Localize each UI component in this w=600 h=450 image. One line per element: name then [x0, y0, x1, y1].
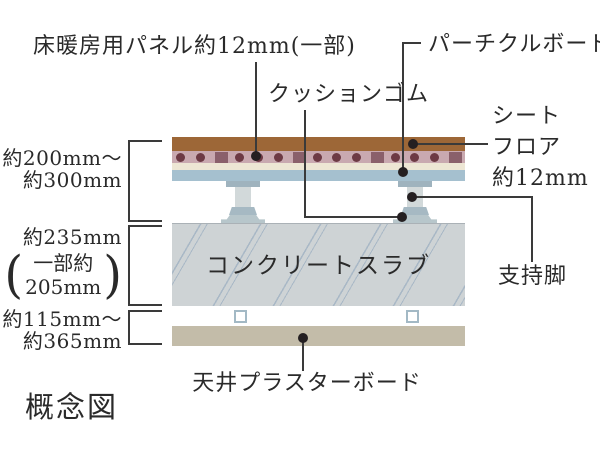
label-sheet-floor-line2: フロア: [492, 135, 562, 160]
particle-board-layer: [172, 170, 465, 181]
dimension-bracket-ceiling: [128, 310, 162, 345]
dimension-floor-height: 約200mm〜 約300mm: [0, 147, 122, 191]
diagram-caption: 概念図: [25, 390, 119, 424]
underlay-sheet-layer: [172, 163, 465, 170]
concrete-slab: [172, 223, 465, 306]
panel-square: [449, 151, 462, 163]
dimension-ceiling-line1: 約115mm〜: [2, 307, 122, 331]
dimension-slab-partial-text: 一部約 205mm: [23, 251, 103, 299]
bullet-cushion-rubber: [397, 212, 407, 222]
support-leg-base-left: [221, 215, 265, 223]
sheet-floor-layer: [172, 137, 465, 151]
label-ceiling-plasterboard: 天井プラスターボード: [192, 371, 422, 396]
dimension-slab-thickness: 約235mm: [22, 225, 122, 249]
leader-cushion-rubber-v: [304, 110, 306, 218]
dimension-bracket-floor: [128, 140, 162, 222]
bullet-floor-heating-panel: [251, 151, 261, 161]
panel-dot: [273, 152, 283, 162]
leader-floor-heating-panel: [255, 62, 257, 157]
panel-dot: [390, 152, 400, 162]
leader-particle-board-v: [402, 42, 404, 173]
dimension-bracket-slab: [128, 225, 162, 306]
panel-dot: [332, 152, 341, 162]
panel-dot: [351, 152, 361, 162]
panel-square: [371, 151, 384, 163]
dimension-ceiling-gap: 約115mm〜 約365mm: [0, 308, 122, 352]
support-leg-step-right: [401, 207, 429, 215]
paren-close: ): [103, 245, 122, 305]
panel-dot: [429, 152, 439, 162]
ceiling-plasterboard-layer: [172, 326, 465, 346]
label-concrete-slab: コンクリートスラブ: [206, 253, 431, 279]
dimension-slab-partial-line2: 205mm: [25, 275, 102, 299]
support-leg-neck-left: [235, 187, 251, 207]
ceiling-hanger-right: [406, 310, 419, 323]
label-support-leg: 支持脚: [498, 264, 568, 289]
label-sheet-floor-line3: 約12mm: [492, 166, 589, 191]
support-leg-cap-right: [398, 181, 432, 187]
dimension-slab-partial-line1: 一部約: [33, 251, 94, 275]
bullet-particle-board: [398, 167, 408, 177]
support-leg-cap-left: [226, 181, 260, 187]
bullet-support-leg: [407, 192, 417, 202]
ceiling-hanger-left: [234, 310, 247, 323]
panel-dot: [234, 152, 244, 162]
panel-square: [293, 151, 306, 163]
leader-ceiling-board: [302, 338, 304, 371]
bullet-ceiling-board: [298, 333, 308, 343]
panel-dot: [410, 152, 419, 162]
heating-panel-pattern: [172, 151, 465, 163]
dimension-slab-partial: ( 一部約 205mm ): [0, 245, 122, 305]
panel-dot: [195, 152, 205, 162]
dimension-ceiling-line2: 約365mm: [22, 329, 122, 353]
panel-dot: [176, 152, 185, 162]
panel-square: [215, 151, 228, 163]
support-leg-base-right: [393, 215, 437, 223]
leader-support-leg-v: [531, 196, 533, 262]
label-sheet-floor-line1: シート: [492, 104, 562, 129]
label-particle-board: パーチクルボード: [428, 32, 600, 57]
leader-sheet-floor: [413, 143, 488, 145]
paren-open: (: [4, 245, 24, 305]
label-sheet-floor: シート フロア 約12mm: [492, 101, 589, 194]
dimension-floor-line1: 約200mm〜: [2, 146, 122, 170]
floor-heating-panel-layer: [172, 151, 465, 163]
label-cushion-rubber: クッションゴム: [268, 82, 430, 107]
leader-cushion-rubber-h: [304, 216, 403, 218]
leader-support-leg-h: [412, 196, 533, 198]
support-leg-step-left: [229, 207, 257, 215]
leader-particle-board-h: [402, 42, 421, 44]
bullet-sheet-floor: [408, 139, 418, 149]
panel-dot: [312, 152, 322, 162]
dimension-floor-line2: 約300mm: [22, 168, 122, 192]
label-floor-heating-panel: 床暖房用パネル約12mm(一部): [33, 34, 356, 59]
